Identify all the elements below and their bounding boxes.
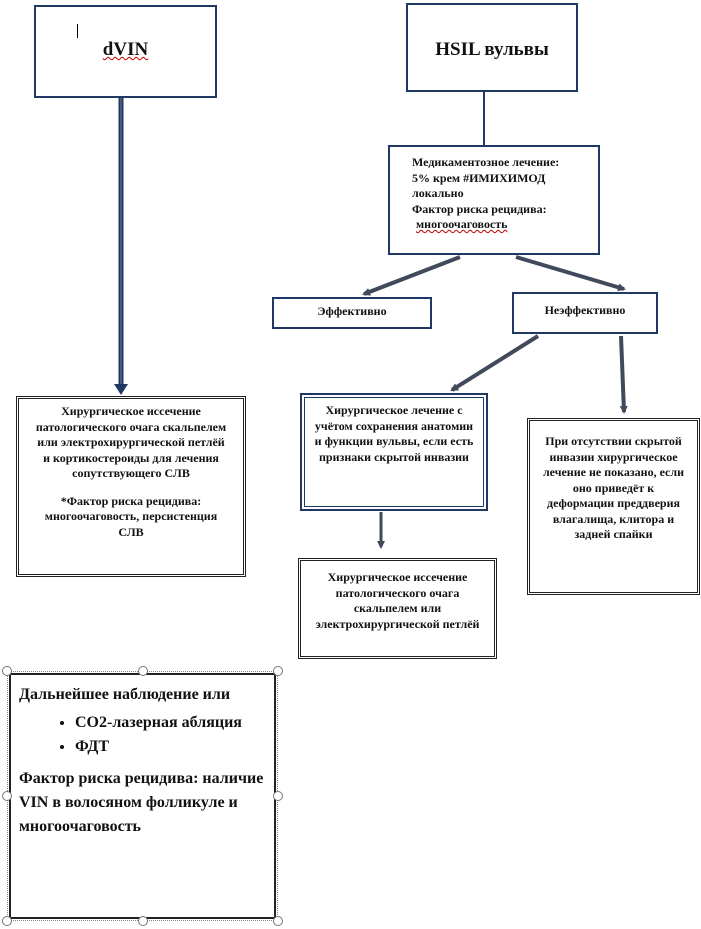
arrow-ineffective-to-organ-sparing	[450, 334, 540, 392]
followup-item-pdt: ФДТ	[75, 735, 266, 759]
arrow-ineffective-to-no-invasion	[619, 335, 628, 414]
node-no-invasion: При отсутствии скрытой инвазии хирургиче…	[527, 418, 700, 595]
excision-text: Хирургическое иссечение патологического …	[315, 570, 480, 631]
medical-line1: Медикаментозное лечение:	[412, 155, 560, 169]
node-dvin: dVIN	[34, 5, 217, 98]
resize-handle-bottom[interactable]	[138, 916, 148, 926]
followup-heading: Дальнейшее наблюдение или	[19, 686, 231, 703]
node-effective-label: Эффективно	[317, 304, 387, 318]
medical-line2: 5% крем #ИМИХИМОД	[412, 170, 546, 185]
followup-item-laser: СО2-лазерная абляция	[75, 711, 266, 735]
node-hsil-title: HSIL вульвы	[435, 39, 549, 60]
resize-handle-top-right[interactable]	[273, 666, 283, 676]
resize-handle-bottom-left[interactable]	[2, 916, 12, 926]
followup-risk: Фактор риска рецидива: наличие VIN в вол…	[19, 770, 264, 835]
resize-handle-top[interactable]	[138, 666, 148, 676]
node-ineffective: Неэффективно	[512, 292, 658, 334]
text-cursor	[77, 24, 78, 38]
node-dvin-surgery: Хирургическое иссечение патологического …	[16, 396, 246, 577]
resize-handle-right[interactable]	[273, 791, 283, 801]
dvin-surgery-text: Хирургическое иссечение патологического …	[35, 404, 227, 480]
no-invasion-text: При отсутствии скрытой инвазии хирургиче…	[542, 434, 685, 541]
medical-line4: Фактор риска рецидива:	[412, 201, 547, 216]
node-organ-sparing: Хирургическое лечение с учётом сохранени…	[300, 393, 488, 511]
followup-list: СО2-лазерная абляция ФДТ	[19, 711, 266, 759]
medical-line5: многоочаговость	[416, 217, 508, 231]
node-effective: Эффективно	[272, 297, 432, 329]
medical-line3: локально	[412, 186, 464, 200]
node-dvin-title: dVIN	[102, 39, 149, 60]
resize-handle-top-left[interactable]	[2, 666, 12, 676]
organ-sparing-text: Хирургическое лечение с учётом сохранени…	[314, 403, 474, 464]
node-ineffective-label: Неэффективно	[544, 303, 626, 317]
resize-handle-left[interactable]	[2, 791, 12, 801]
dvin-surgery-risk: *Фактор риска рецидива: многоочаговость,…	[44, 493, 218, 539]
node-excision: Хирургическое иссечение патологического …	[298, 558, 497, 659]
node-followup[interactable]: Дальнейшее наблюдение или СО2-лазерная а…	[9, 673, 276, 919]
node-hsil: HSIL вульвы	[406, 3, 578, 92]
arrow-medical-to-ineffective	[515, 255, 626, 292]
arrow-medical-to-effective	[362, 255, 461, 296]
resize-handle-bottom-right[interactable]	[273, 916, 283, 926]
node-medical-treatment: Медикаментозное лечение: 5% крем #ИМИХИМ…	[388, 145, 600, 255]
